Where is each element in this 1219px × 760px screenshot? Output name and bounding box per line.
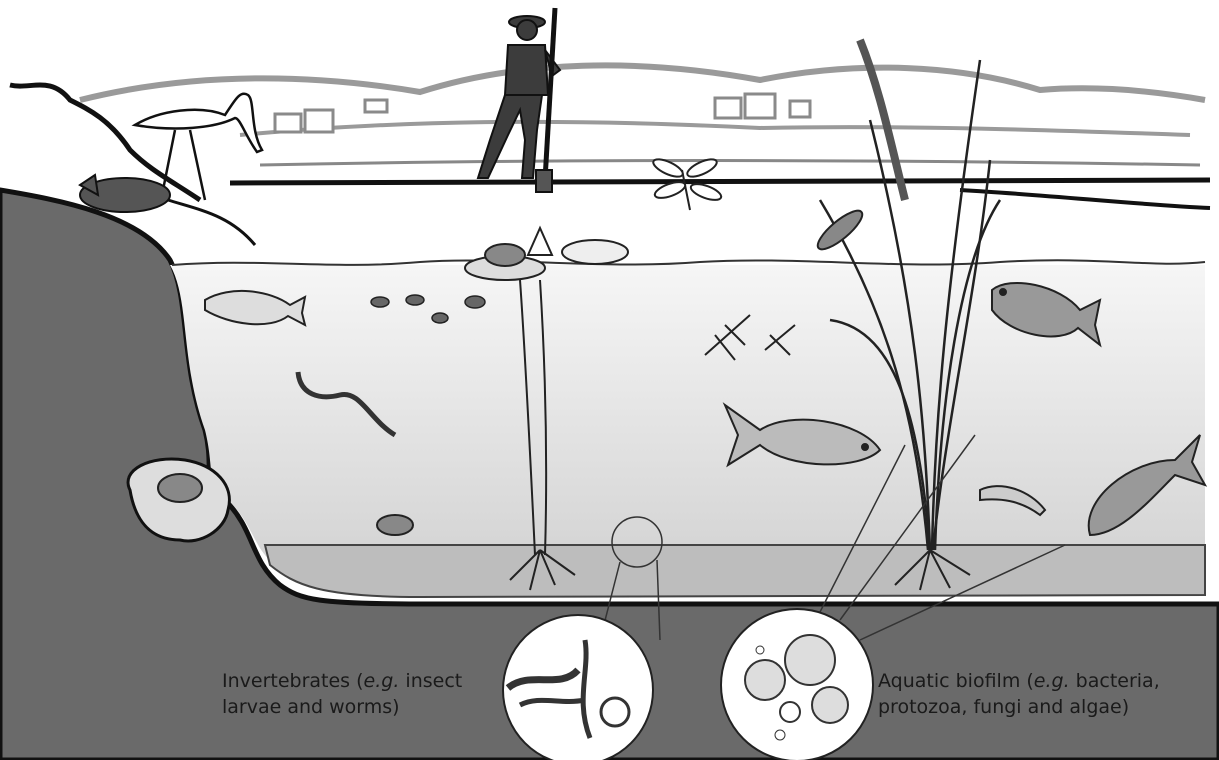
invertebrates-label-eg: e.g. [364,670,400,692]
grasshopper-figure [813,205,867,255]
invertebrates-label: Invertebrates (e.g. insect larvae and wo… [222,668,512,720]
biofilm-label-line2: protozoa, fungi and algae) [878,696,1129,718]
biofilm-label-pre: Aquatic biofilm ( [878,670,1034,692]
biofilm-label-eg: e.g. [1034,670,1070,692]
water-surface-line [172,260,1205,265]
invertebrates-label-post: insect [399,670,462,692]
sediment-layer [265,545,1205,597]
biofilm-inset [721,609,873,760]
biofilm-label-post: bacteria, [1070,670,1160,692]
invertebrates-label-line2: larvae and worms) [222,696,400,718]
invertebrates-inset [503,615,653,760]
crab-on-bottom [377,515,413,535]
farmer-figure [478,8,560,192]
invertebrates-label-pre: Invertebrates ( [222,670,364,692]
field-dikes [230,160,1210,208]
biofilm-label: Aquatic biofilm (e.g. bacteria, protozoa… [878,668,1213,720]
